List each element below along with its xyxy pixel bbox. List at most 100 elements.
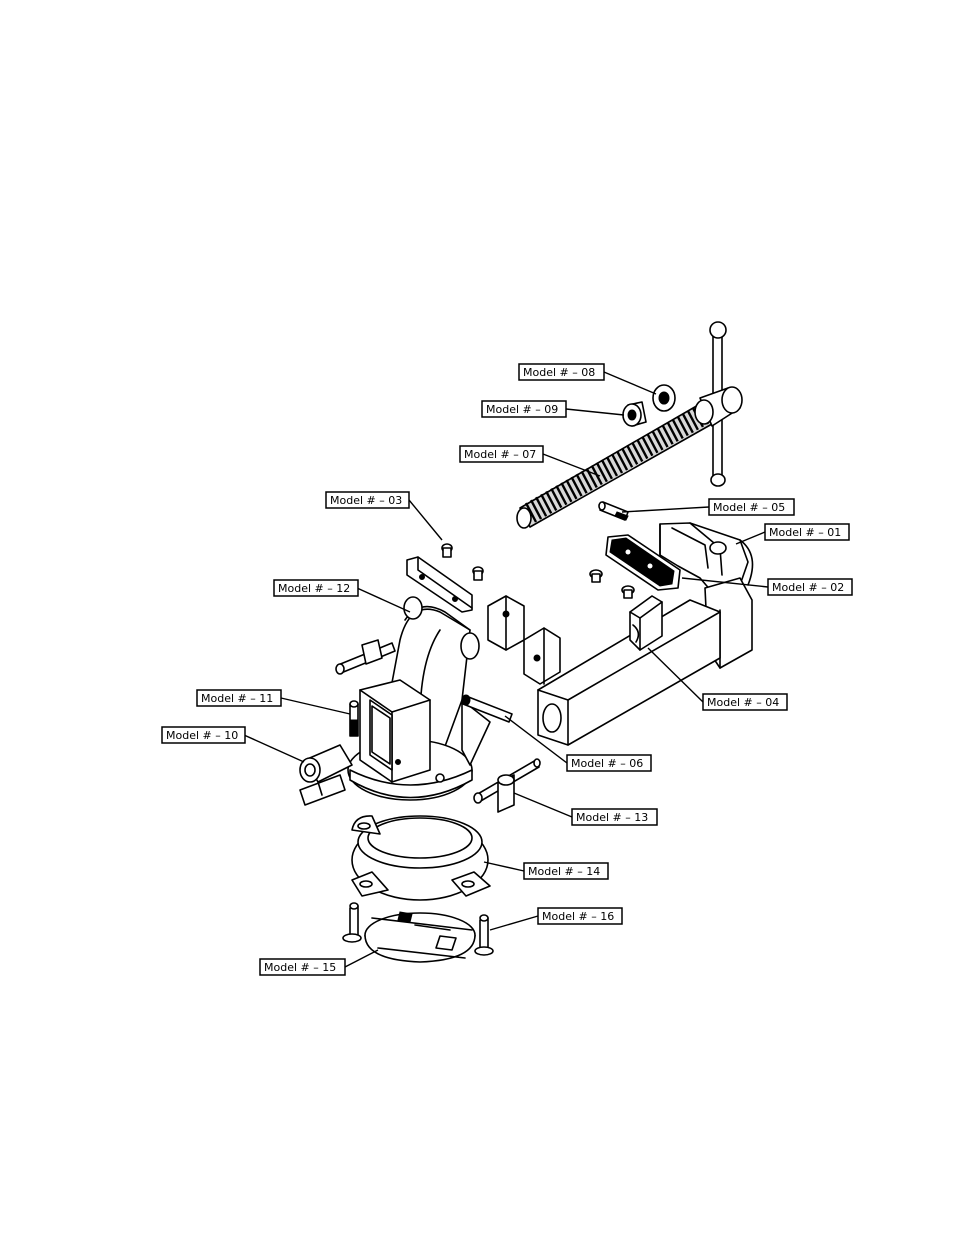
part-02-screws	[589, 569, 635, 599]
thread-ridge	[661, 424, 674, 445]
thread-ridge	[540, 493, 553, 514]
label-m03: Model # – 03	[325, 491, 410, 509]
part-14-swivel-ring	[351, 815, 491, 901]
thread-ridge	[575, 473, 588, 494]
label-m15-text: Model # – 15	[264, 961, 336, 974]
thread-ridge	[529, 499, 543, 520]
label-m04: Model # – 04	[702, 693, 788, 711]
part-13-t-handle	[473, 758, 541, 813]
label-m09-text: Model # – 09	[486, 403, 558, 416]
leader-04	[647, 647, 704, 703]
label-m12-text: Model # – 12	[278, 582, 350, 595]
part-05-pin	[598, 501, 629, 521]
label-m14: Model # – 14	[523, 862, 609, 880]
label-m07: Model # – 07	[459, 445, 544, 463]
part-09-collar	[622, 401, 647, 427]
thread-ridge	[535, 496, 548, 517]
thread-ridge	[524, 502, 538, 523]
leader-06	[504, 715, 568, 764]
label-m02: Model # – 02	[767, 578, 853, 596]
label-m05-text: Model # – 05	[713, 501, 785, 514]
part-06-pin	[461, 694, 513, 723]
thread-ridge	[656, 427, 669, 448]
thread-ridge	[681, 413, 694, 434]
label-m04-text: Model # – 04	[707, 696, 779, 709]
label-m13-text: Model # – 13	[576, 811, 648, 824]
label-m12: Model # – 12	[273, 579, 359, 597]
leader-10	[243, 734, 305, 763]
thread-ridge	[646, 433, 659, 454]
part-03-fixed-jaw-plate	[406, 543, 484, 613]
part-11-small-pin	[349, 700, 359, 737]
part-12-body	[335, 596, 491, 801]
label-m10-text: Model # – 10	[166, 729, 238, 742]
label-m11-text: Model # – 11	[201, 692, 273, 705]
label-m08-text: Model # – 08	[523, 366, 595, 379]
thread-ridge	[666, 421, 679, 442]
thread-ridge	[636, 439, 649, 460]
thread-ridge	[676, 415, 689, 437]
leader-09	[565, 408, 625, 416]
label-m15: Model # – 15	[259, 958, 346, 976]
leader-02	[681, 577, 769, 588]
label-m11: Model # – 11	[196, 689, 282, 707]
label-m02-text: Model # – 02	[772, 581, 844, 594]
thread-ridge	[580, 470, 593, 491]
thread-ridge	[671, 418, 684, 439]
leader-07	[542, 453, 601, 477]
part-15-base-plate	[364, 911, 476, 963]
leader-15	[344, 949, 379, 968]
thread-ridge	[686, 410, 699, 431]
thread-ridge	[595, 462, 608, 483]
thread-ridge	[626, 444, 639, 465]
label-m09: Model # – 09	[481, 400, 567, 418]
label-m16: Model # – 16	[537, 907, 623, 925]
label-m16-text: Model # – 16	[542, 910, 614, 923]
leader-08	[603, 371, 657, 395]
thread-ridge	[610, 453, 624, 474]
part-07-screw-and-handle	[516, 321, 743, 529]
thread-ridge	[651, 430, 664, 451]
label-m07-text: Model # – 07	[464, 448, 536, 461]
leader-16	[489, 915, 539, 931]
thread-ridge	[565, 479, 578, 500]
part-16-bolts	[342, 902, 494, 956]
leader-11	[280, 697, 351, 715]
part-01-moving-jaw	[537, 522, 754, 746]
thread-ridge	[550, 488, 563, 509]
thread-ridge	[641, 436, 654, 457]
label-m05: Model # – 05	[708, 498, 795, 516]
leader-01	[735, 531, 766, 545]
leader-13	[513, 792, 573, 818]
thread-ridge	[560, 482, 573, 503]
label-m01-text: Model # – 01	[769, 526, 841, 539]
thread-ridge	[570, 476, 583, 497]
pipe-jaw-blocks	[487, 595, 561, 685]
leader-14	[483, 861, 525, 872]
label-m01: Model # – 01	[764, 523, 850, 541]
part-08-washer	[652, 384, 676, 412]
thread-ridge	[605, 456, 619, 477]
label-m06-text: Model # – 06	[571, 757, 643, 770]
thread-ridge	[615, 450, 629, 471]
thread-ridge	[555, 485, 568, 506]
label-m08: Model # – 08	[518, 363, 605, 381]
label-m06: Model # – 06	[566, 754, 652, 772]
thread-ridge	[545, 490, 558, 512]
leader-lines	[243, 371, 769, 968]
thread-ridge	[600, 459, 613, 480]
part-10-lock-sleeve	[299, 744, 353, 806]
label-m13: Model # – 13	[571, 808, 658, 826]
label-m10: Model # – 10	[161, 726, 246, 744]
leader-03	[408, 499, 443, 541]
thread-ridge	[631, 441, 644, 463]
part-02-jaw-plate	[605, 534, 681, 591]
leader-05	[621, 506, 710, 513]
label-m14-text: Model # – 14	[528, 865, 600, 878]
thread-ridge	[621, 447, 634, 468]
label-m03-text: Model # – 03	[330, 494, 402, 507]
part-04-pipe-jaw	[629, 595, 663, 651]
leader-12	[356, 587, 411, 613]
